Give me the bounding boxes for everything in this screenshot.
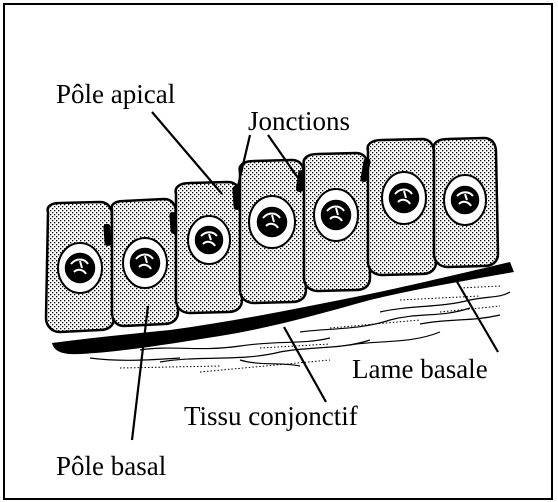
label-lame-basale: Lame basale (352, 354, 488, 384)
cell (112, 199, 178, 326)
leader-pole-apical (152, 112, 222, 194)
cell (176, 182, 242, 313)
cell (304, 153, 370, 291)
label-pole-basal: Pôle basal (56, 451, 166, 481)
label-tissu-conjonctif: Tissu conjonctif (184, 401, 358, 431)
label-jonctions: Jonctions (248, 106, 350, 136)
cell (240, 160, 306, 303)
cell (434, 138, 498, 267)
leader-lame-basale (456, 280, 498, 352)
cell (46, 202, 114, 332)
epithelial-cells (46, 138, 498, 332)
cell (368, 139, 436, 275)
label-pole-apical: Pôle apical (56, 79, 175, 109)
